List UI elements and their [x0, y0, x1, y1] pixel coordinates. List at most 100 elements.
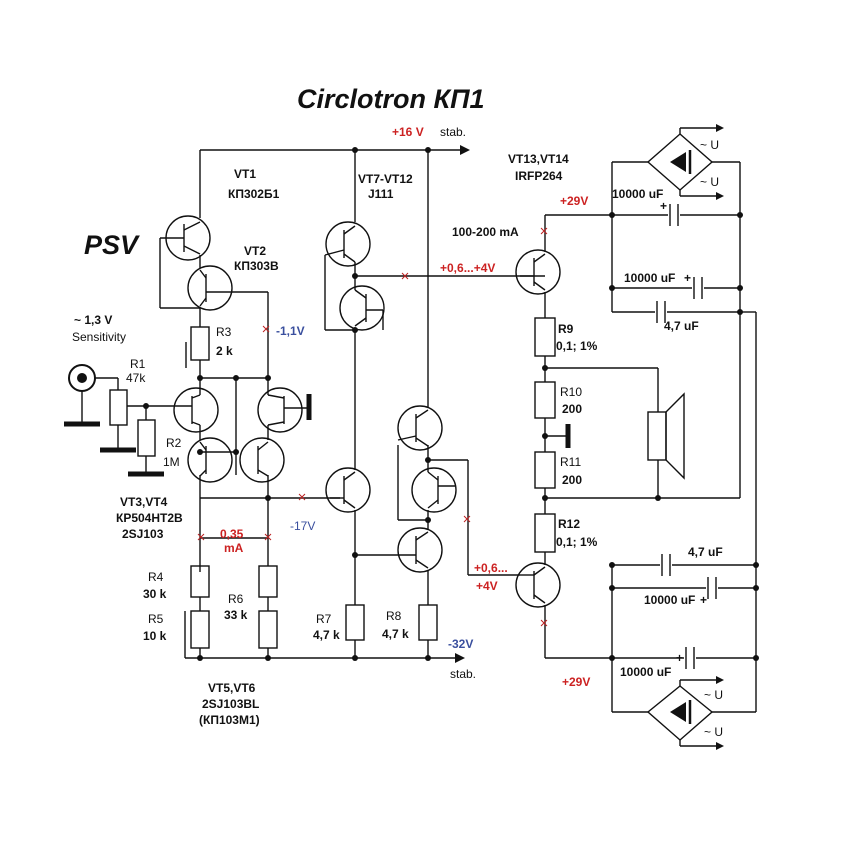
- r5-value: 10 k: [143, 629, 167, 643]
- cap-top-2: 10000 uF: [624, 271, 675, 285]
- bridge-rectifier-top: [646, 133, 714, 191]
- r6b-body: [258, 610, 278, 649]
- v-neg17: -17V: [290, 519, 315, 533]
- vt6-symbol: [239, 437, 285, 483]
- rail-neg: -32V: [448, 637, 473, 651]
- capacitors: [656, 204, 717, 669]
- r11-label: R11: [560, 455, 581, 469]
- r11-body: [534, 451, 556, 489]
- vt2-symbol: [187, 265, 233, 311]
- vt3-4-alt: 2SJ103: [122, 527, 164, 541]
- rail-pos-stab: stab.: [440, 125, 466, 139]
- input-level: ~ 1,3 V: [74, 313, 112, 327]
- bias-bottom-1: +0,6...: [474, 561, 508, 575]
- resistors: [109, 317, 556, 649]
- r6-value: 33 k: [224, 608, 248, 622]
- r1-body: [109, 389, 128, 426]
- vt5-6-label: VT5,VT6: [208, 681, 256, 695]
- r10-value: 200: [562, 402, 582, 416]
- i-035: 0,35: [220, 527, 244, 541]
- r9-body: [534, 317, 556, 357]
- psv-label: PSV: [84, 230, 140, 260]
- measure-marks: [197, 227, 548, 627]
- cap-bot-3-plus: +: [676, 651, 683, 665]
- r6-label: R6: [228, 592, 244, 606]
- vt5-6-type: 2SJ103BL: [202, 697, 259, 711]
- r7-label: R7: [316, 612, 332, 626]
- cap-top-3: 4,7 uF: [664, 319, 699, 333]
- r1-value: 47k: [126, 371, 146, 385]
- rail-pos: +16 V: [392, 125, 424, 139]
- vt1-symbol: [160, 215, 211, 261]
- bias-top: +0,6...+4V: [440, 261, 495, 275]
- rail-neg-stab: stab.: [450, 667, 476, 681]
- labels: Circlotron КП1 PSV +16 V stab. -32V stab…: [72, 84, 723, 739]
- r12-label: R12: [558, 517, 580, 531]
- ac-u-top-1: ~ U: [700, 138, 719, 152]
- cap-top-2-plus: +: [684, 271, 691, 285]
- r8-body: [418, 604, 438, 641]
- i-ma: mA: [224, 541, 244, 555]
- r7-body: [345, 604, 365, 641]
- vt1-type: КП302Б1: [228, 187, 280, 201]
- vt2-label: VT2: [244, 244, 266, 258]
- vt7-symbol: [324, 221, 371, 267]
- r2-label: R2: [166, 436, 182, 450]
- v-neg11: -1,1V: [276, 324, 305, 338]
- bridge-rectifier-bottom: [646, 685, 714, 741]
- ac-u-bot-2: ~ U: [704, 725, 723, 739]
- r3-body: [190, 326, 210, 361]
- r8-value: 4,7 k: [382, 627, 409, 641]
- r11-value: 200: [562, 473, 582, 487]
- vt1-label: VT1: [234, 167, 256, 181]
- vt13-14-type: IRFP264: [515, 169, 563, 183]
- r2-value: 1M: [163, 455, 180, 469]
- cap-top-1-plus: +: [660, 199, 667, 213]
- title: Circlotron КП1: [297, 84, 485, 114]
- r4-label: R4: [148, 570, 164, 584]
- transistors: [160, 215, 561, 608]
- vt14-symbol: [515, 562, 561, 608]
- vt3-symbol: [172, 387, 219, 433]
- bias-bottom-2: +4V: [476, 579, 498, 593]
- r4-value: 30 k: [143, 587, 167, 601]
- r5-body: [190, 610, 210, 649]
- r10-body: [534, 381, 556, 419]
- r3-label: R3: [216, 325, 232, 339]
- wires: [81, 124, 757, 750]
- vt3-4-type: КР504НТ2В: [116, 511, 183, 525]
- r6-body: [258, 565, 278, 598]
- ground-symbols: [64, 421, 571, 477]
- r2-body: [137, 419, 156, 457]
- r9-label: R9: [558, 322, 574, 336]
- cap-top-1: 10000 uF: [612, 187, 663, 201]
- r12-value: 0,1; 1%: [556, 535, 598, 549]
- r5-label: R5: [148, 612, 164, 626]
- r3-value: 2 k: [216, 344, 233, 358]
- vt10-symbol: [397, 405, 443, 451]
- cap-bot-2: 10000 uF: [644, 593, 695, 607]
- v29-top: +29V: [560, 194, 588, 208]
- ac-u-top-2: ~ U: [700, 175, 719, 189]
- cap-bot-3: 10000 uF: [620, 665, 671, 679]
- vt12-symbol: [397, 527, 443, 573]
- v29-bottom: +29V: [562, 675, 590, 689]
- r10-label: R10: [560, 385, 582, 399]
- vt13-14-label: VT13,VT14: [508, 152, 569, 166]
- idle-current: 100-200 mA: [452, 225, 519, 239]
- r1-label: R1: [130, 357, 146, 371]
- r7-value: 4,7 k: [313, 628, 340, 642]
- vt11-symbol: [411, 467, 457, 513]
- vt9-symbol: [325, 467, 371, 513]
- cap-bot-2-plus: +: [700, 593, 707, 607]
- vt8-symbol: [339, 285, 385, 331]
- r4-body: [190, 565, 210, 598]
- input-jack-icon: [68, 364, 96, 392]
- vt5-6-alt: (КП103М1): [199, 713, 260, 727]
- junction-dots: [143, 147, 759, 661]
- cap-bot-1: 4,7 uF: [688, 545, 723, 559]
- r9-value: 0,1; 1%: [556, 339, 598, 353]
- r8-label: R8: [386, 609, 402, 623]
- input-sensitivity: Sensitivity: [72, 330, 126, 344]
